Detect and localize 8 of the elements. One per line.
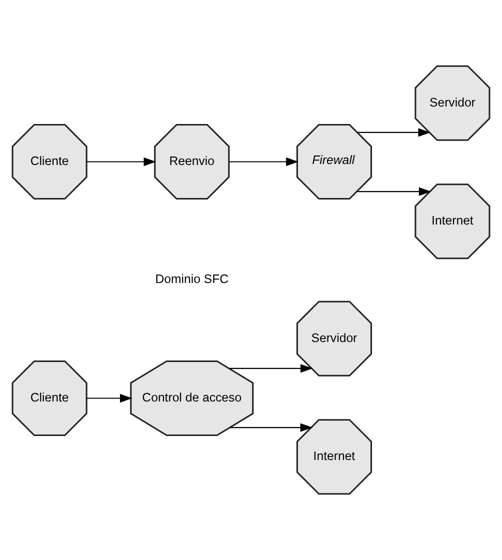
arrow (357, 128, 431, 137)
arrow (229, 364, 313, 373)
arrow (86, 394, 132, 403)
arrow (86, 157, 156, 166)
arrow (228, 157, 298, 166)
arrow (230, 423, 313, 432)
label: Dominio SFC (155, 272, 229, 286)
arrow (357, 187, 432, 196)
